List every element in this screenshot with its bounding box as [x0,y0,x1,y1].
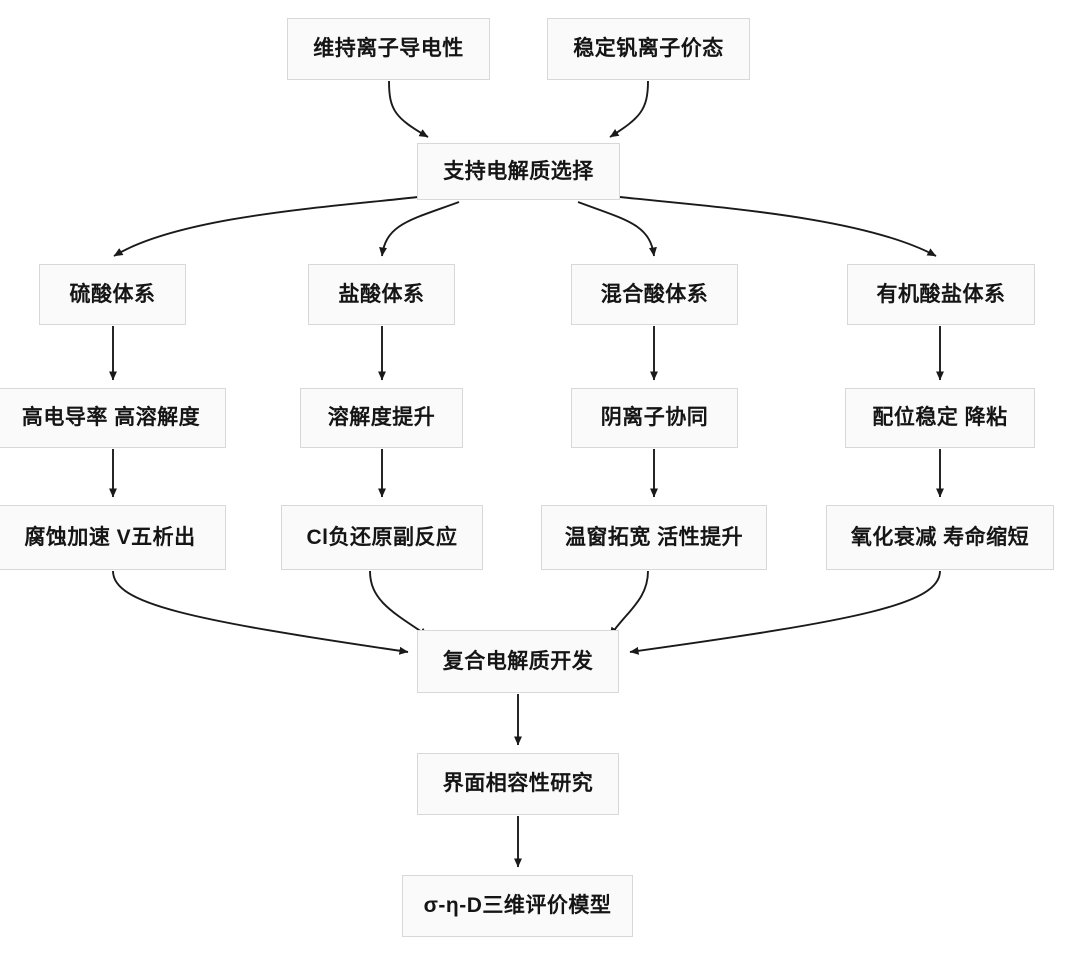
edge-goal-conductivity-hub [388,80,429,138]
node-goal-conductivity[interactable]: 维持离子导电性 [287,18,490,80]
node-hub-electrolyte-selection[interactable]: 支持电解质选择 [417,143,620,200]
edge-hub-hydrochloric [379,201,460,257]
edge-goal-valence-hub [609,80,649,138]
node-con-mixed-acid[interactable]: 温窗拓宽 活性提升 [541,505,767,570]
edge-hub-sulfuric [113,196,419,257]
node-system-sulfuric[interactable]: 硫酸体系 [39,264,186,325]
node-goal-valence[interactable]: 稳定钒离子价态 [547,18,750,80]
edge-hub-mixed-acid [577,201,657,257]
node-pro-hydrochloric[interactable]: 溶解度提升 [300,388,463,448]
node-pro-organic-salt[interactable]: 配位稳定 降粘 [845,388,1035,448]
node-system-mixed-acid[interactable]: 混合酸体系 [571,264,738,325]
node-con-sulfuric[interactable]: 腐蚀加速 V五析出 [0,505,226,570]
node-system-hydrochloric[interactable]: 盐酸体系 [308,264,455,325]
node-system-organic-salt[interactable]: 有机酸盐体系 [847,264,1035,325]
node-pro-mixed-acid[interactable]: 阴离子协同 [571,388,738,448]
node-pro-sulfuric[interactable]: 高电导率 高溶解度 [0,388,226,448]
edge-con-mixed-acid-composite [609,570,649,637]
edge-con-organic-salt-composite [629,570,941,655]
edge-con-hydrochloric-composite [369,570,429,637]
node-interface-compatibility[interactable]: 界面相容性研究 [417,753,619,815]
edge-hub-organic-salt [619,196,937,257]
node-evaluation-model[interactable]: σ-η-D三维评价模型 [402,875,633,937]
node-con-hydrochloric[interactable]: Cl负还原副反应 [281,505,483,570]
edge-con-sulfuric-composite [112,570,409,655]
node-con-organic-salt[interactable]: 氧化衰减 寿命缩短 [826,505,1054,570]
node-composite-electrolyte[interactable]: 复合电解质开发 [417,630,619,693]
